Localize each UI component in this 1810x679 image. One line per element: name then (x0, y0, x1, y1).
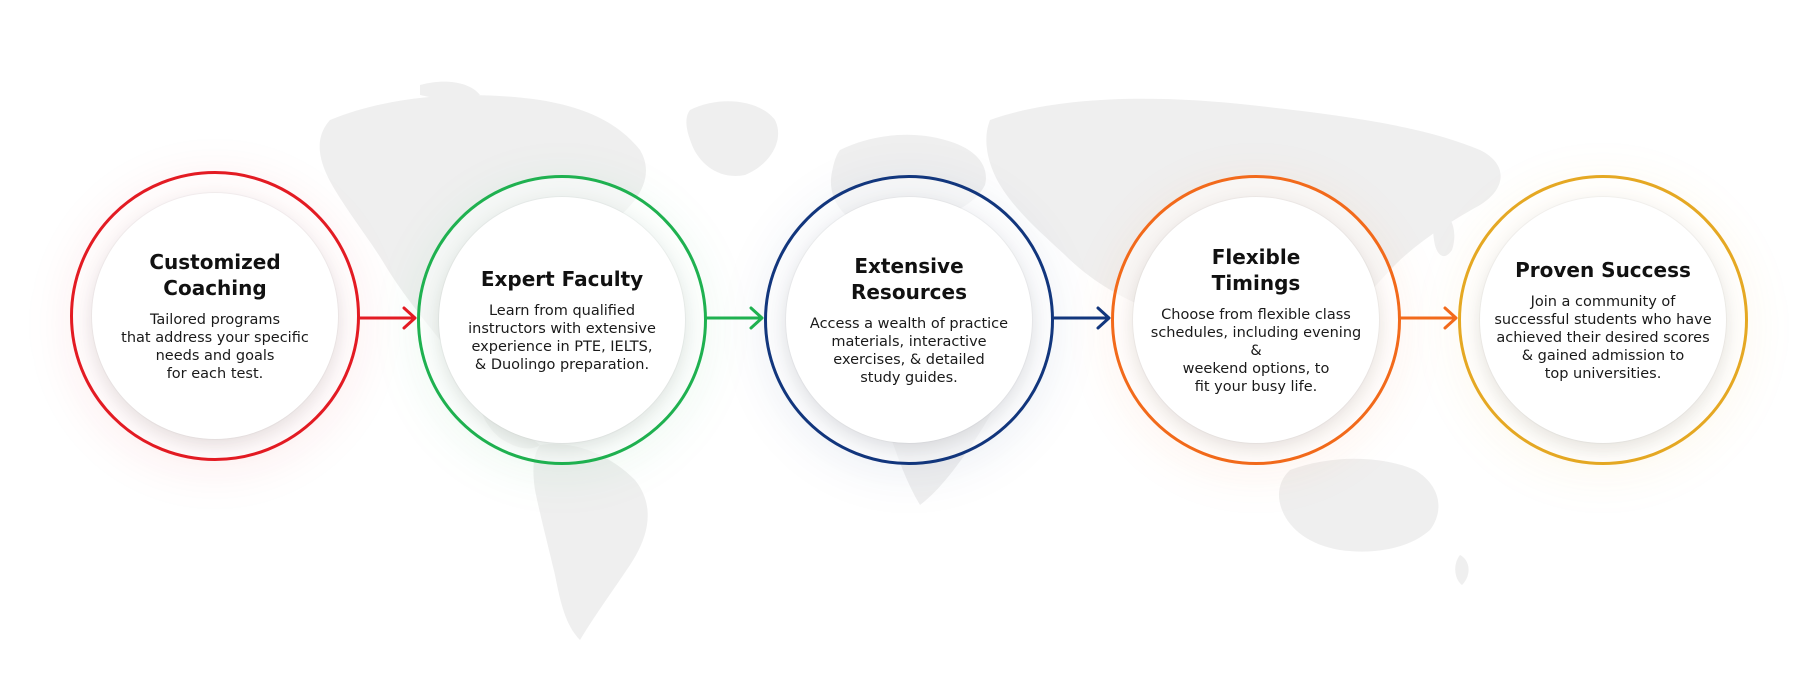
step-content: Proven Success Join a community of succe… (1488, 175, 1718, 465)
step-description: Tailored programs that address your spec… (121, 312, 309, 382)
step-flexible-timings: Flexible Timings Choose from flexible cl… (1093, 165, 1419, 491)
step-content: Flexible Timings Choose from flexible cl… (1141, 175, 1371, 465)
arrow-icon (1052, 306, 1111, 330)
step-inner-circle (786, 197, 1032, 443)
step-description: Learn from qualified instructors with ex… (468, 303, 656, 373)
step-title: Extensive Resources (850, 254, 968, 304)
step-description: Choose from flexible class schedules, in… (1150, 307, 1362, 395)
step-inner-circle (92, 193, 338, 439)
step-title: Expert Faculty (480, 267, 644, 291)
step-title: Customized Coaching (149, 250, 281, 300)
step-content: Customized Coaching Tailored programs th… (100, 171, 330, 461)
step-proven-success: Proven Success Join a community of succe… (1440, 165, 1766, 491)
step-description: Join a community of successful students … (1494, 294, 1712, 382)
arrow-icon (1399, 306, 1458, 330)
step-content: Extensive Resources Access a wealth of p… (794, 175, 1024, 465)
step-inner-circle (439, 197, 685, 443)
step-title: Proven Success (1515, 258, 1691, 282)
arrow-icon (705, 306, 764, 330)
step-expert-faculty: Expert Faculty Learn from qualified inst… (399, 165, 725, 491)
arrow-icon (358, 306, 417, 330)
step-inner-circle (1480, 197, 1726, 443)
step-title: Flexible Timings (1211, 245, 1301, 295)
step-content: Expert Faculty Learn from qualified inst… (447, 175, 677, 465)
step-inner-circle (1133, 197, 1379, 443)
step-customized-coaching: Customized Coaching Tailored programs th… (52, 161, 378, 487)
step-extensive-resources: Extensive Resources Access a wealth of p… (746, 165, 1072, 491)
step-description: Access a wealth of practice materials, i… (809, 316, 1009, 386)
